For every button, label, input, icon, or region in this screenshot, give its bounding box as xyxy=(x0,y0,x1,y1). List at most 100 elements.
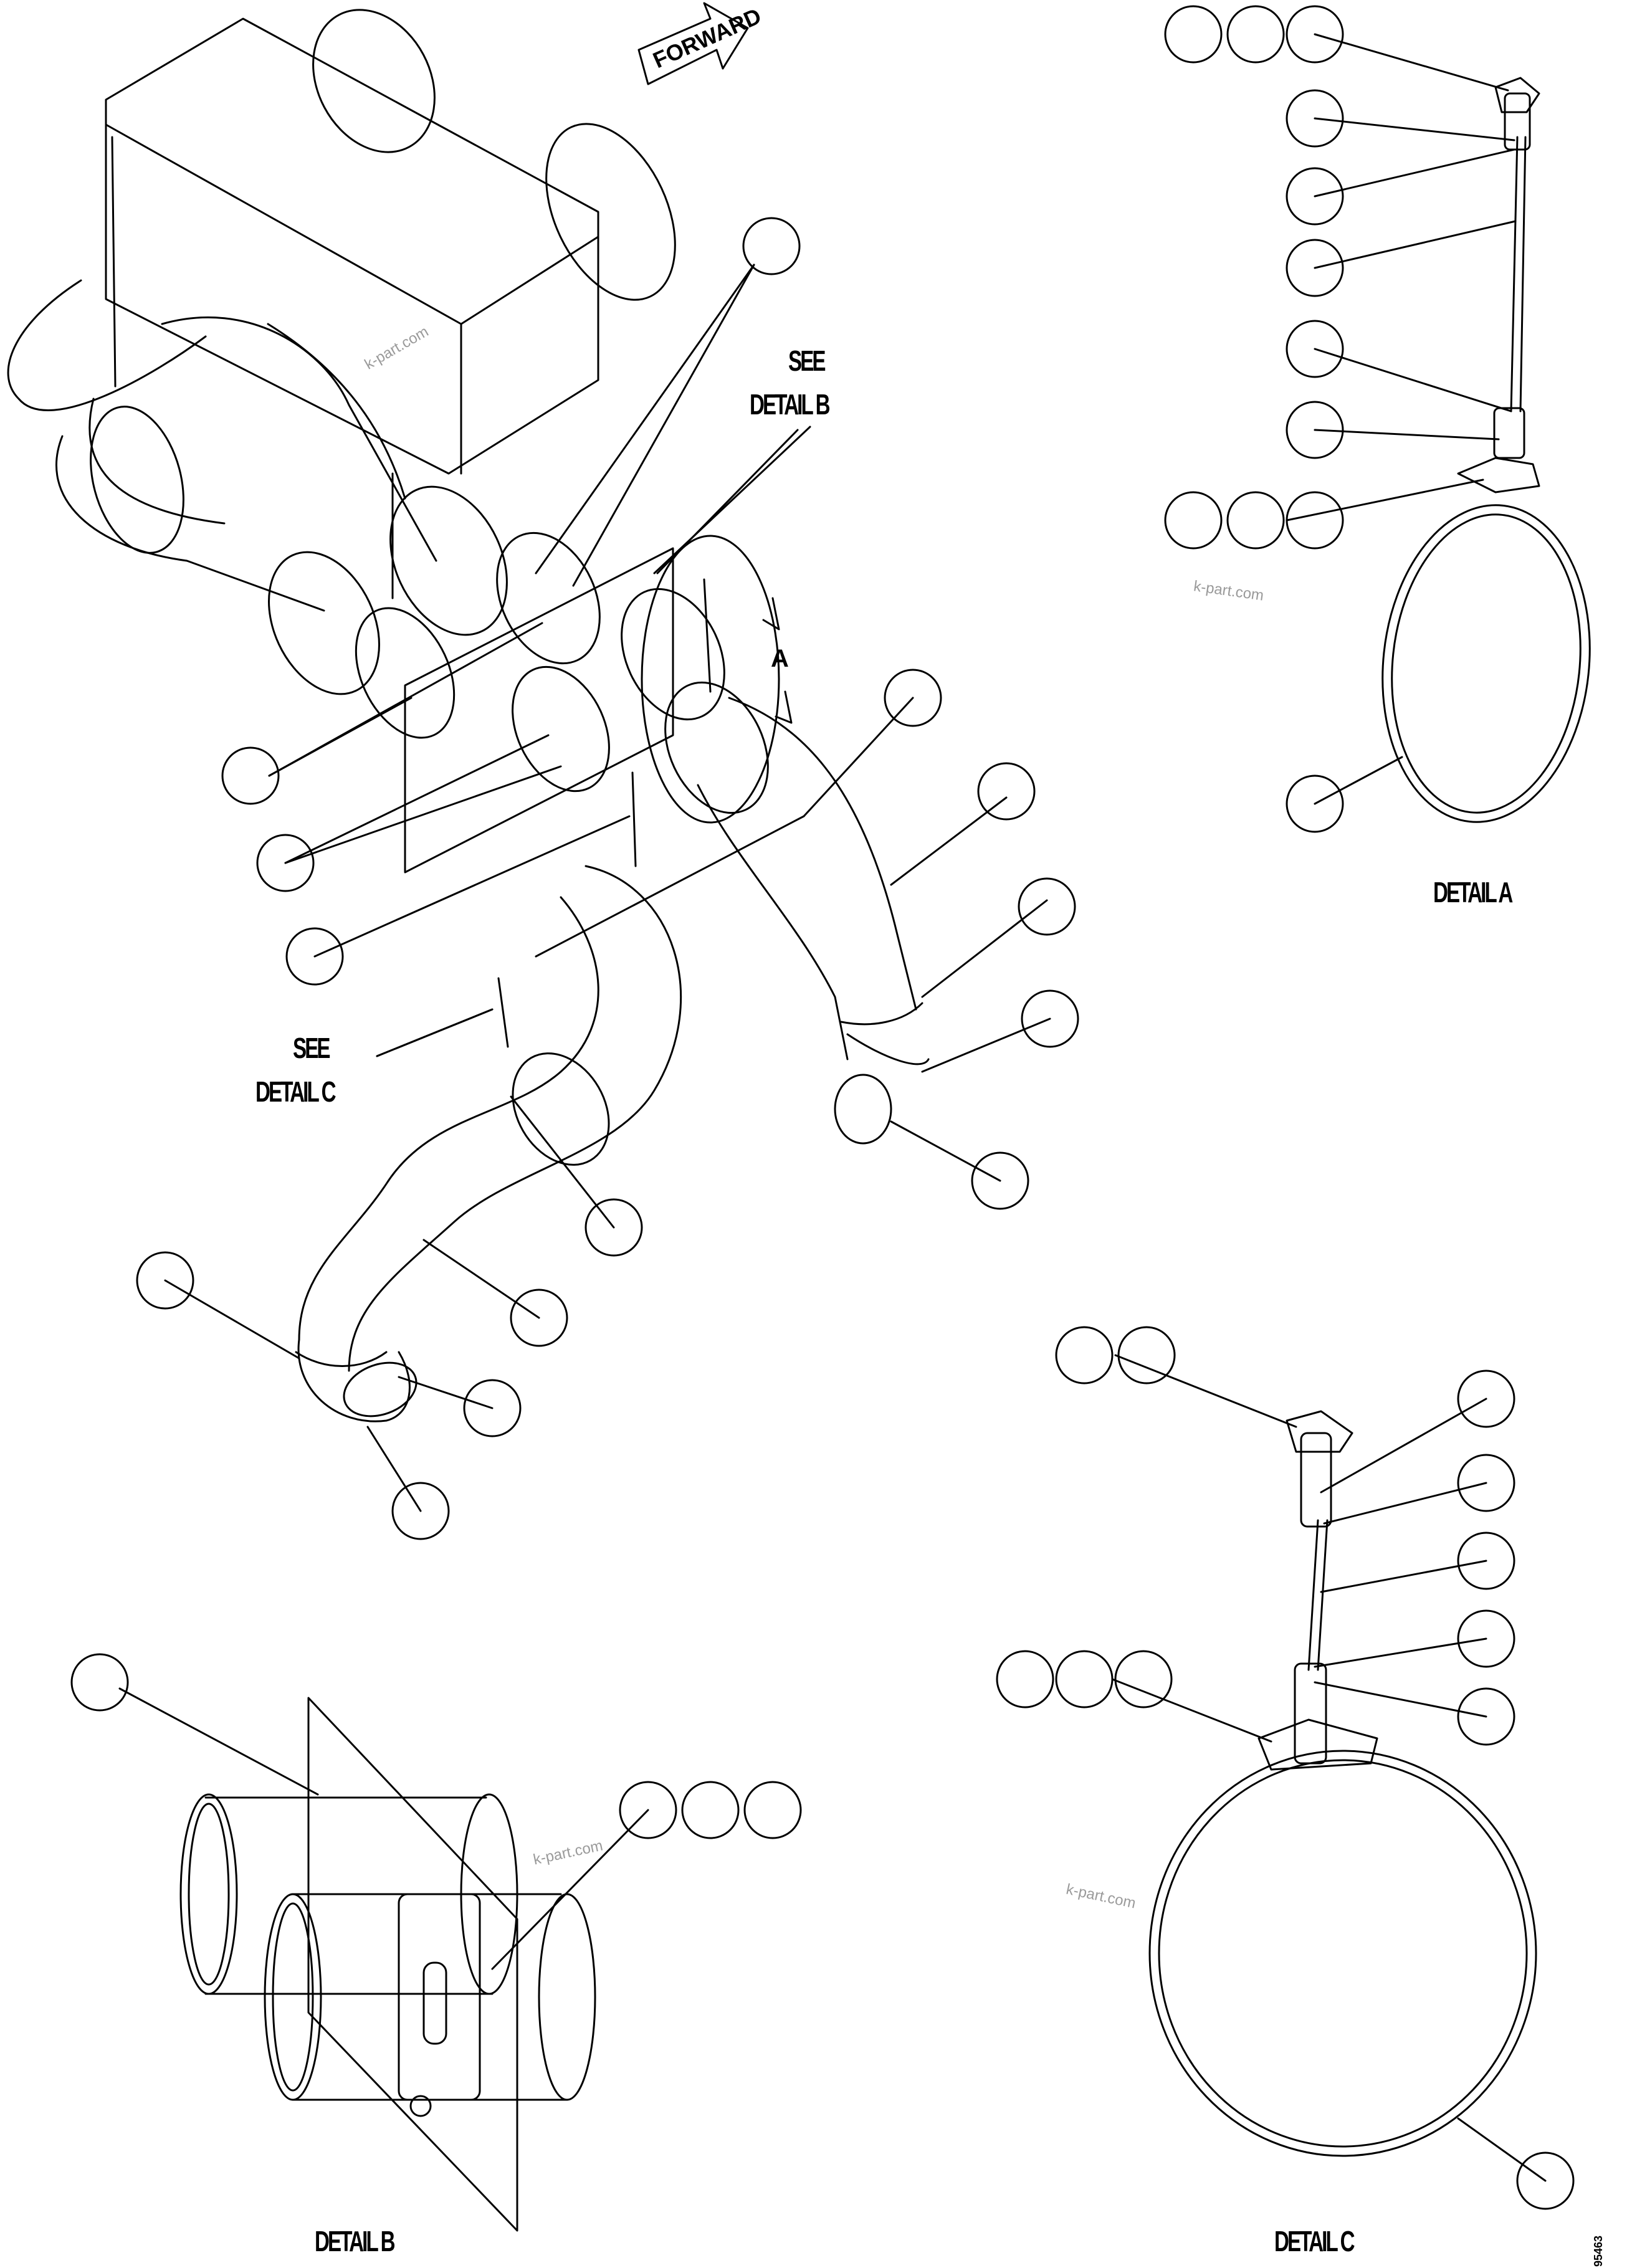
lower-elbow-band xyxy=(295,1351,388,1367)
callout-circle xyxy=(256,834,315,892)
detail-b-pipe-2-far xyxy=(538,1893,596,2101)
callout-circle xyxy=(1164,491,1223,550)
lower-pipe-outer xyxy=(348,865,682,1372)
callout-circle xyxy=(1286,320,1344,378)
callout-circle xyxy=(1164,5,1223,64)
detail-b-illustration xyxy=(179,1697,596,2232)
detail-b-leader-lines xyxy=(118,1687,649,1970)
detail-b-pipe-1-body xyxy=(204,1796,494,1995)
detail-c-bottom-link xyxy=(1294,1662,1327,1765)
coupling-1 xyxy=(355,607,456,739)
callout-circle xyxy=(971,1151,1029,1210)
see-detail-b-line1: SEE xyxy=(788,345,826,377)
callout-circle xyxy=(1021,989,1079,1048)
middle-pipe-b xyxy=(267,323,406,500)
callout-circle xyxy=(1457,1609,1515,1668)
right-exhaust-pipe-top xyxy=(728,697,917,1011)
callout-circle xyxy=(463,1379,522,1437)
middle-pipe-a xyxy=(161,317,437,562)
see-detail-c-leader xyxy=(376,1008,494,1057)
coupling-4 xyxy=(621,588,725,721)
detail-a-band-clamp xyxy=(1381,504,1591,823)
right-outlet-cap xyxy=(834,1074,892,1145)
right-exhaust-outlet xyxy=(846,1033,930,1065)
lower-elbow xyxy=(297,1338,411,1422)
mounting-plate xyxy=(404,547,674,874)
detail-a-callout-circle xyxy=(641,535,780,824)
callout-circle xyxy=(619,1781,677,1839)
middle-pipe-end xyxy=(268,551,380,695)
right-outlet-band xyxy=(840,1002,923,1026)
callout-circle xyxy=(1286,167,1344,226)
callout-circle xyxy=(1055,1326,1114,1384)
callout-circle xyxy=(1286,401,1344,459)
callout-circle xyxy=(70,1653,129,1712)
see-detail-c-line2: DETAIL C xyxy=(255,1075,336,1108)
detail-b-pipe-1-end xyxy=(179,1793,238,1995)
see-detail-b-line2: DETAIL B xyxy=(750,388,830,421)
callout-circle xyxy=(1286,491,1344,550)
coupling-2 xyxy=(496,531,601,665)
detail-c-bolt-top xyxy=(1286,1410,1353,1453)
callout-circle xyxy=(1286,5,1344,64)
callout-circle xyxy=(1286,89,1344,148)
detail-c-title: DETAIL C xyxy=(1274,2225,1355,2257)
callout-circle xyxy=(1117,1326,1176,1384)
detail-b-callout-circles xyxy=(70,1653,802,1839)
detail-a-bolt-top xyxy=(1494,77,1540,113)
detail-a-letter: A xyxy=(771,645,789,672)
main-assembly-illustration xyxy=(7,2,930,1422)
callout-circle xyxy=(742,217,801,275)
see-detail-b-leader xyxy=(653,426,811,574)
left-pipe-lower-2 xyxy=(88,398,226,525)
detail-a-bottom-link xyxy=(1493,407,1525,459)
detail-b-pipe-2-end-inner xyxy=(272,1902,314,2092)
detail-c-top-link xyxy=(1300,1432,1332,1528)
lower-pipe-inner xyxy=(298,896,599,1341)
muffler-drum-top xyxy=(312,9,436,153)
detail-a-title: DETAIL A xyxy=(1433,876,1513,908)
callout-circle xyxy=(584,1198,643,1257)
detail-c-band-clamp xyxy=(1148,1750,1537,2157)
callout-circle xyxy=(681,1781,740,1839)
callout-circle xyxy=(1226,491,1285,550)
detail-c-bolt-bottom xyxy=(1257,1718,1378,1771)
middle-pipe-end-2 xyxy=(389,485,508,636)
callout-circle xyxy=(1114,1650,1173,1708)
callout-circle xyxy=(1457,1370,1515,1428)
callout-circle xyxy=(1516,2151,1575,2210)
detail-b-pipe-2-body xyxy=(292,1893,568,2101)
hanger-rod-2 xyxy=(631,771,637,867)
main-callout-circles xyxy=(136,217,1079,1540)
detail-c-band-clamp-inner xyxy=(1158,1759,1528,2148)
hanger-rod-1 xyxy=(703,578,712,693)
detail-c-illustration xyxy=(1148,1410,1537,2157)
left-pipe-lower xyxy=(55,435,325,612)
detail-a-arrow-top xyxy=(762,597,780,631)
muffler-drum-right xyxy=(545,123,676,301)
detail-b-pipe-2-end xyxy=(264,1893,322,2101)
detail-a-band-clamp-inner xyxy=(1391,513,1582,814)
callout-circle xyxy=(285,927,344,986)
detail-a-rod-2 xyxy=(1519,136,1527,412)
callout-circle xyxy=(977,762,1036,821)
forward-arrow xyxy=(637,2,749,85)
callout-circle xyxy=(1055,1650,1114,1708)
detail-a-bolt-bottom xyxy=(1457,457,1540,493)
callout-circle xyxy=(136,1251,194,1310)
detail-a-rod xyxy=(1510,136,1519,412)
detail-b-title: DETAIL B xyxy=(315,2225,395,2257)
detail-a-top-link xyxy=(1504,92,1531,151)
lower-coupling xyxy=(512,1052,610,1166)
callout-circle xyxy=(1457,1532,1515,1590)
detail-b-clamp-bolt xyxy=(409,2095,432,2117)
detail-a-illustration xyxy=(1381,77,1591,823)
callout-circle xyxy=(1018,877,1076,936)
drawing-code: 95463 xyxy=(1592,2235,1605,2267)
detail-b-pipe-1-end-inner xyxy=(188,1803,230,1986)
detail-a-arrow-bottom xyxy=(775,690,793,724)
callout-circle xyxy=(510,1289,568,1347)
callout-circle xyxy=(1226,5,1285,64)
callout-circle xyxy=(391,1482,450,1540)
callout-circle xyxy=(1286,774,1344,833)
